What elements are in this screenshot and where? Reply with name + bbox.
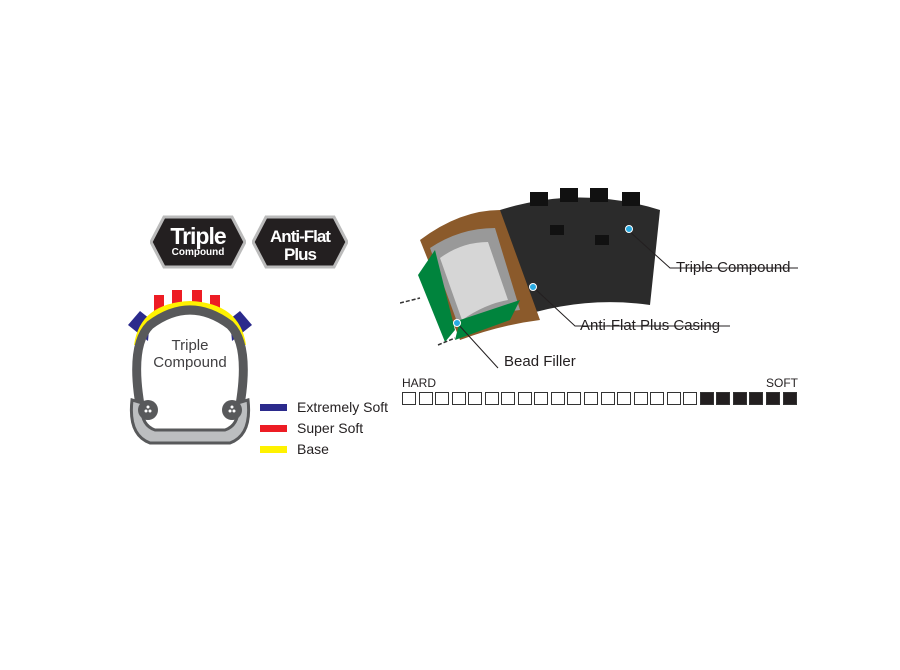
scale-step [435,392,450,405]
cross-section-label: Triple Compound [153,337,227,371]
scale-step [567,392,582,405]
anti-flat-plus-badge: Anti-Flat Plus [252,213,348,271]
scale-step [517,392,532,405]
scale-step [766,392,781,405]
tire-cutaway-illustration [400,188,798,369]
color-swatch [260,403,287,411]
legend-base: Base [260,441,329,457]
color-swatch [260,445,287,453]
scale-soft-label: SOFT [766,376,798,390]
scale-hard-label: HARD [402,376,437,390]
scale-step [468,392,483,405]
callout-casing: Anti-Flat Plus Casing [580,317,721,334]
scale-step [402,392,416,405]
tire-cross-section [128,290,252,445]
scale-step [534,392,549,405]
scale-step [699,392,714,405]
scale-step [749,392,764,405]
scale-step [650,392,665,405]
scale-step [716,392,731,405]
scale-step [782,392,797,405]
scale-step [683,392,698,405]
scale-step [451,392,466,405]
legend-super-soft: Super Soft [260,420,363,436]
scale-step [550,392,565,405]
legend-extremely-soft: Extremely Soft [260,399,388,415]
scale-step [418,392,433,405]
scale-step [666,392,681,405]
scale-step [732,392,747,405]
hardness-scale [402,392,798,405]
scale-step [633,392,648,405]
scale-step [501,392,516,405]
callout-triple-compound: Triple Compound [676,259,791,276]
scale-step [617,392,632,405]
scale-step [584,392,599,405]
triple-compound-badge: Triple Compound [150,213,246,271]
callout-bead-filler: Bead Filler [504,353,576,370]
scale-step [484,392,499,405]
scale-step [600,392,615,405]
color-swatch [260,424,287,432]
